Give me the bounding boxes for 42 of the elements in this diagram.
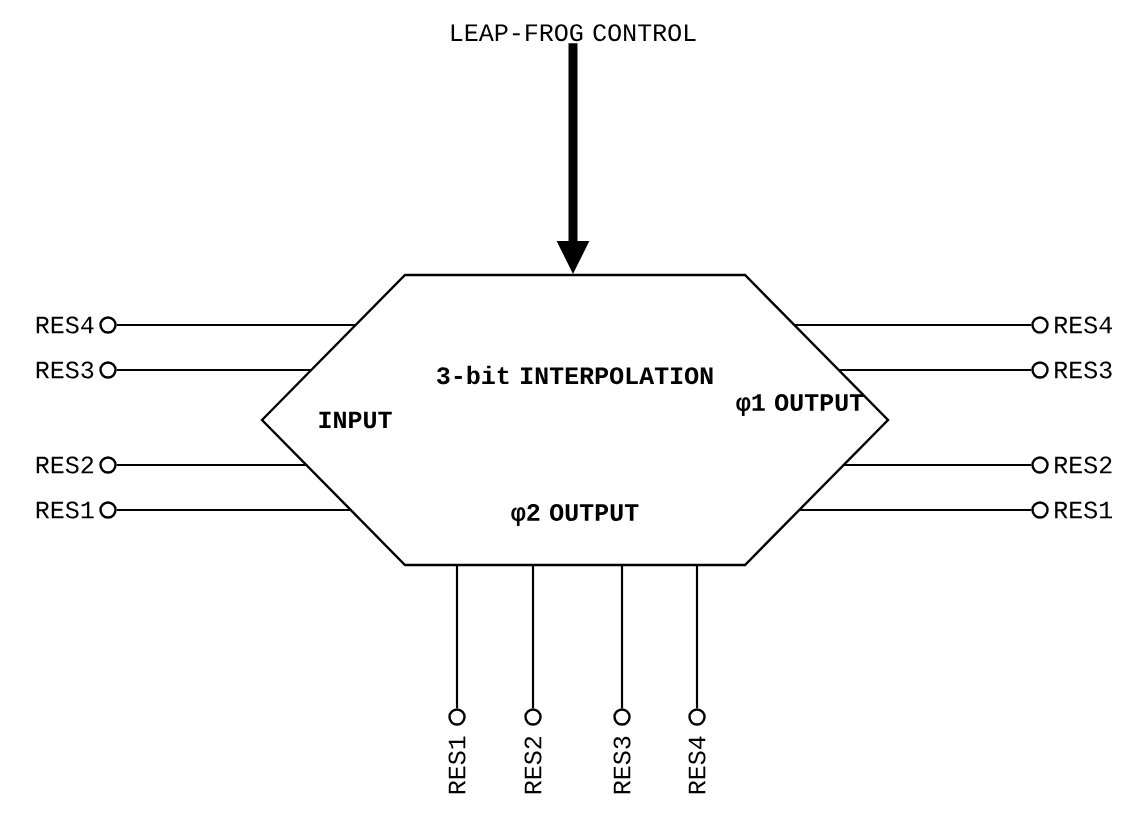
control-label: LEAP-FROG CONTROL — [451, 24, 696, 42]
terminal: RES3 — [613, 708, 631, 794]
node-label: RES2 — [1055, 456, 1112, 474]
terminal: RES3 — [36, 361, 117, 379]
wire — [838, 368, 1032, 372]
node-label: RES3 — [613, 736, 631, 794]
terminal: RES4 — [36, 316, 117, 334]
interpolation-label: 3-bit INTERPOLATION — [436, 365, 713, 385]
output-label: φ1 OUTPUT — [736, 394, 864, 416]
output-label: φ2 OUTPUT — [511, 504, 639, 526]
wire — [116, 323, 356, 327]
terminal: RES1 — [36, 501, 117, 519]
wire — [843, 463, 1032, 467]
wire — [794, 323, 1032, 327]
hexagon-block — [260, 273, 890, 567]
node-label: RES4 — [688, 736, 706, 794]
terminal: RES1 — [1031, 501, 1112, 519]
node-label: RES3 — [1055, 361, 1112, 379]
terminal: RES4 — [1031, 316, 1112, 334]
wire — [116, 463, 307, 467]
terminal: RES2 — [524, 708, 542, 794]
node-label: RES4 — [1055, 316, 1112, 334]
wire — [799, 508, 1032, 512]
terminal: RES2 — [1031, 456, 1112, 474]
wire — [695, 565, 699, 709]
node-label: RES1 — [1055, 501, 1113, 519]
node-label: RES2 — [524, 736, 542, 794]
terminal: RES1 — [448, 708, 466, 794]
wire — [455, 565, 459, 709]
wire — [116, 508, 351, 512]
wire — [620, 565, 624, 709]
node-label: RES4 — [36, 316, 94, 334]
wire — [531, 565, 535, 709]
node-label: RES3 — [36, 361, 94, 379]
input-label: INPUT — [319, 411, 392, 429]
node-label: RES1 — [448, 736, 466, 794]
terminal: RES2 — [36, 456, 117, 474]
node-label: RES1 — [36, 501, 94, 519]
terminal: RES4 — [688, 708, 706, 794]
terminal: RES3 — [1031, 361, 1112, 379]
node-label: RES2 — [36, 456, 94, 474]
wire — [116, 368, 312, 372]
